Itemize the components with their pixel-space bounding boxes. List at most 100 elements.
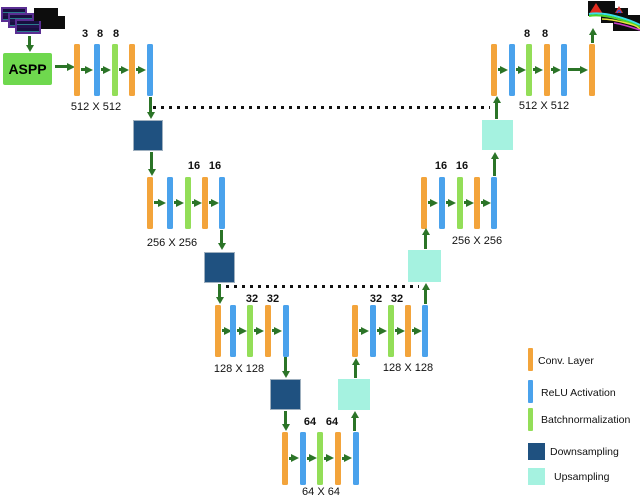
input-images (0, 6, 65, 36)
flow-arrow-right-icon (395, 326, 405, 335)
feature-size-label: 64 X 64 (302, 486, 340, 498)
relu-bar (561, 44, 567, 96)
relu-bar (219, 177, 225, 229)
flow-arrow-right-icon (342, 454, 352, 462)
relu-bar (283, 305, 289, 357)
conv-bar (147, 177, 153, 229)
flow-arrow-right-icon (516, 65, 526, 74)
flow-arrow-right-icon (324, 454, 334, 462)
output-arrow-icon (588, 28, 597, 43)
flow-arrow-right-icon (136, 65, 146, 74)
output-images (588, 1, 640, 32)
legend-label-conv: Conv. Layer (538, 355, 594, 367)
channels-label: 64 (325, 416, 339, 428)
upsample-arrow-icon (421, 228, 430, 249)
upsample-block (482, 120, 513, 150)
upsample-arrow-icon (351, 358, 360, 378)
bn-bar (388, 305, 394, 357)
channels-label: 16 (187, 160, 201, 172)
flow-arrow-right-icon (289, 454, 299, 462)
channels-label: 32 (390, 293, 404, 305)
flow-arrow-right-icon (481, 198, 491, 207)
relu-bar (370, 305, 376, 357)
relu-bar (167, 177, 173, 229)
downsample-arrow-icon (281, 411, 290, 431)
flow-arrow-right-icon (498, 65, 508, 74)
relu-bar (509, 44, 515, 96)
relu-bar (439, 177, 445, 229)
flow-arrow-right-icon (377, 326, 387, 335)
conv-bar (74, 44, 80, 96)
flow-arrow-right-icon (209, 198, 219, 207)
upsample-block (338, 379, 370, 410)
channels-label: 8 (523, 28, 531, 40)
bn-bar (526, 44, 532, 96)
flow-arrow-right-icon (551, 65, 561, 74)
downsample-arrow-icon (146, 97, 155, 119)
channels-label: 8 (541, 28, 549, 40)
channels-label: 64 (303, 416, 317, 428)
aspp-block: ASPP (3, 53, 52, 85)
output-prediction-tiles-icon (588, 1, 640, 31)
channels-label: 32 (369, 293, 383, 305)
feature-size-label: 512 X 512 (518, 100, 570, 112)
legend-label-relu: ReLU Activation (541, 387, 616, 399)
flow-arrow-right-icon (222, 326, 232, 335)
skip-connection-128 (226, 285, 419, 288)
conv-bar (129, 44, 135, 96)
conv-bar (589, 44, 595, 96)
upsample-arrow-icon (492, 96, 501, 119)
downsampling-swatch-icon (528, 443, 545, 460)
conv-layer-swatch-icon (528, 348, 533, 371)
flow-arrow-right-icon (446, 198, 456, 207)
flow-arrow-right-icon (412, 326, 422, 335)
flow-arrow-right-icon (307, 454, 317, 462)
relu-bar (300, 432, 306, 485)
legend-label-upsampling: Upsampling (554, 471, 610, 483)
bn-bar (247, 305, 253, 357)
legend-label-downsampling: Downsampling (550, 446, 619, 458)
channels-label: 8 (112, 28, 120, 40)
skip-connection-512 (153, 106, 490, 109)
conv-bar (474, 177, 480, 229)
conv-bar (352, 305, 358, 357)
conv-bar (421, 177, 427, 229)
input-mask-tile-icon (41, 16, 65, 29)
aspp-to-encoder-arrow-icon (55, 62, 75, 71)
flow-arrow-right-icon (192, 198, 202, 207)
channels-label: 3 (81, 28, 89, 40)
upsample-arrow-icon (421, 283, 430, 304)
channels-label: 16 (208, 160, 222, 172)
upsample-arrow-icon (490, 152, 499, 176)
bn-bar (112, 44, 118, 96)
flow-arrow-right-icon (174, 198, 184, 207)
flow-arrow-right-icon (101, 65, 111, 74)
downsample-block (270, 379, 301, 410)
conv-bar (491, 44, 497, 96)
relu-swatch-icon (528, 380, 533, 403)
input-to-aspp-arrow-icon (25, 36, 34, 52)
relu-bar (147, 44, 153, 96)
relu-bar (94, 44, 100, 96)
bn-bar (317, 432, 323, 485)
conv-bar (335, 432, 341, 485)
flow-arrow-right-icon (464, 198, 474, 207)
flow-arrow-right-icon (568, 65, 588, 74)
feature-size-label: 128 X 128 (382, 362, 434, 374)
flow-arrow-right-icon (272, 326, 282, 335)
conv-bar (405, 305, 411, 357)
downsample-block (133, 120, 163, 151)
legend-label-batchnorm: Batchnormalization (541, 414, 631, 426)
flow-arrow-right-icon (119, 65, 129, 74)
batchnorm-swatch-icon (528, 408, 533, 431)
downsample-arrow-icon (217, 230, 226, 250)
channels-label: 16 (434, 160, 448, 172)
downsample-arrow-icon (281, 357, 290, 378)
conv-bar (282, 432, 288, 485)
flow-arrow-right-icon (533, 65, 543, 74)
bn-bar (457, 177, 463, 229)
relu-bar (491, 177, 497, 229)
flow-arrow-right-icon (428, 198, 438, 207)
flow-arrow-right-icon (254, 326, 264, 335)
flow-arrow-right-icon (237, 326, 247, 335)
